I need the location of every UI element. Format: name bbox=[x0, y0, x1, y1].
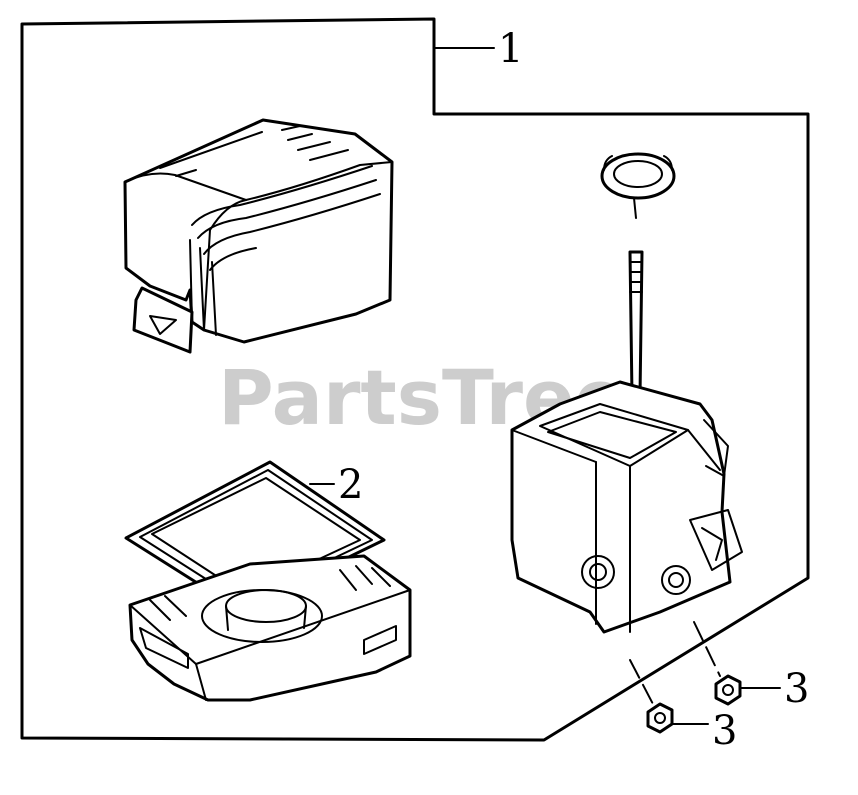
callout-number-3b: 3 bbox=[712, 708, 737, 754]
nut-alignment-line-upper bbox=[693, 621, 721, 677]
breather-seal[interactable] bbox=[600, 152, 676, 219]
stud-bolt[interactable] bbox=[628, 250, 644, 398]
flange-nut-upper[interactable] bbox=[714, 674, 742, 706]
callout-number-1: 1 bbox=[498, 26, 523, 72]
kit-boundary-outline bbox=[20, 17, 810, 742]
flange-nut-lower[interactable] bbox=[646, 702, 674, 734]
air-cleaner-case[interactable] bbox=[510, 380, 743, 634]
nut-alignment-line-lower bbox=[629, 659, 655, 707]
air-cleaner-cover[interactable] bbox=[123, 118, 394, 354]
air-cleaner-base[interactable] bbox=[128, 554, 412, 702]
callout-number-2: 2 bbox=[338, 462, 363, 508]
callout-number-3a: 3 bbox=[784, 666, 809, 712]
